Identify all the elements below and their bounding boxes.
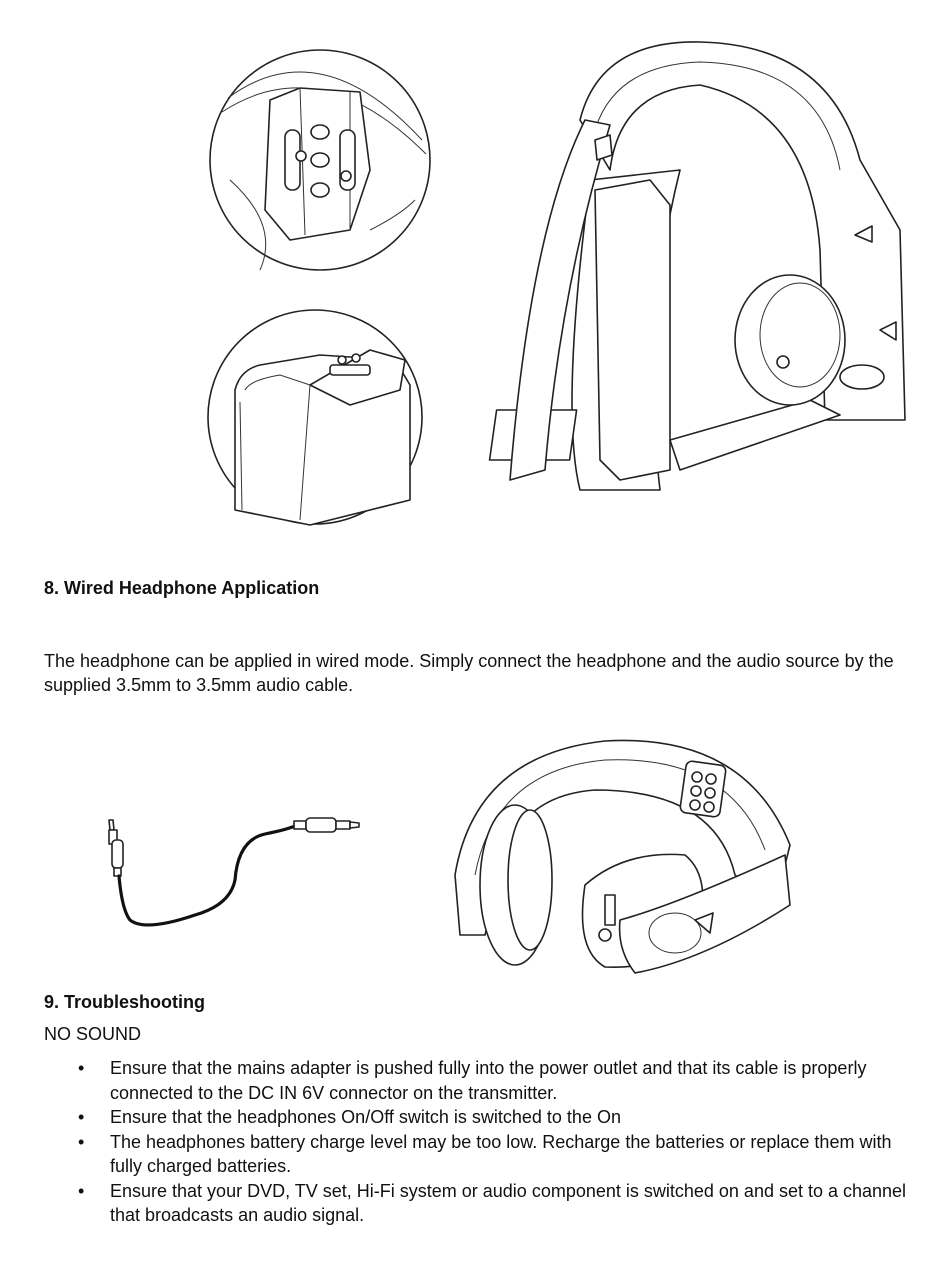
bullet-point: • bbox=[78, 1131, 85, 1152]
list-item: • Ensure that the headphones On/Off swit… bbox=[44, 1105, 910, 1130]
control-buttons-detail-circle bbox=[209, 49, 431, 271]
list-item-text: The headphones battery charge level may … bbox=[110, 1131, 892, 1177]
no-sound-subheading: NO SOUND bbox=[44, 1024, 142, 1044]
headphones-illustration bbox=[454, 739, 791, 974]
section-9-heading: 9. Troubleshooting bbox=[44, 992, 205, 1012]
section-8-paragraph: The headphone can be applied in wired mo… bbox=[44, 651, 894, 695]
headphone-on-stand-illustration bbox=[207, 41, 906, 526]
list-item-text: Ensure that the headphones On/Off switch… bbox=[110, 1107, 621, 1127]
list-item: • Ensure that your DVD, TV set, Hi-Fi sy… bbox=[44, 1179, 910, 1228]
section-8-heading: 8. Wired Headphone Application bbox=[44, 578, 320, 598]
bullet-point: • bbox=[78, 1107, 85, 1127]
list-item: • The headphones battery charge level ma… bbox=[44, 1130, 910, 1179]
list-item: • Ensure that the mains adapter is pushe… bbox=[44, 1056, 910, 1105]
bullet-point: • bbox=[78, 1180, 85, 1201]
list-item-text: Ensure that your DVD, TV set, Hi-Fi syst… bbox=[110, 1180, 907, 1226]
charging-contacts-detail-circle bbox=[207, 309, 423, 526]
list-item-text: Ensure that the mains adapter is pushed … bbox=[110, 1058, 867, 1103]
audio-cable-illustration bbox=[108, 817, 360, 927]
headphones-stand-drawing bbox=[488, 41, 906, 491]
troubleshooting-list: • Ensure that the mains adapter is pushe… bbox=[44, 1056, 910, 1228]
bullet-point: • bbox=[78, 1058, 85, 1078]
